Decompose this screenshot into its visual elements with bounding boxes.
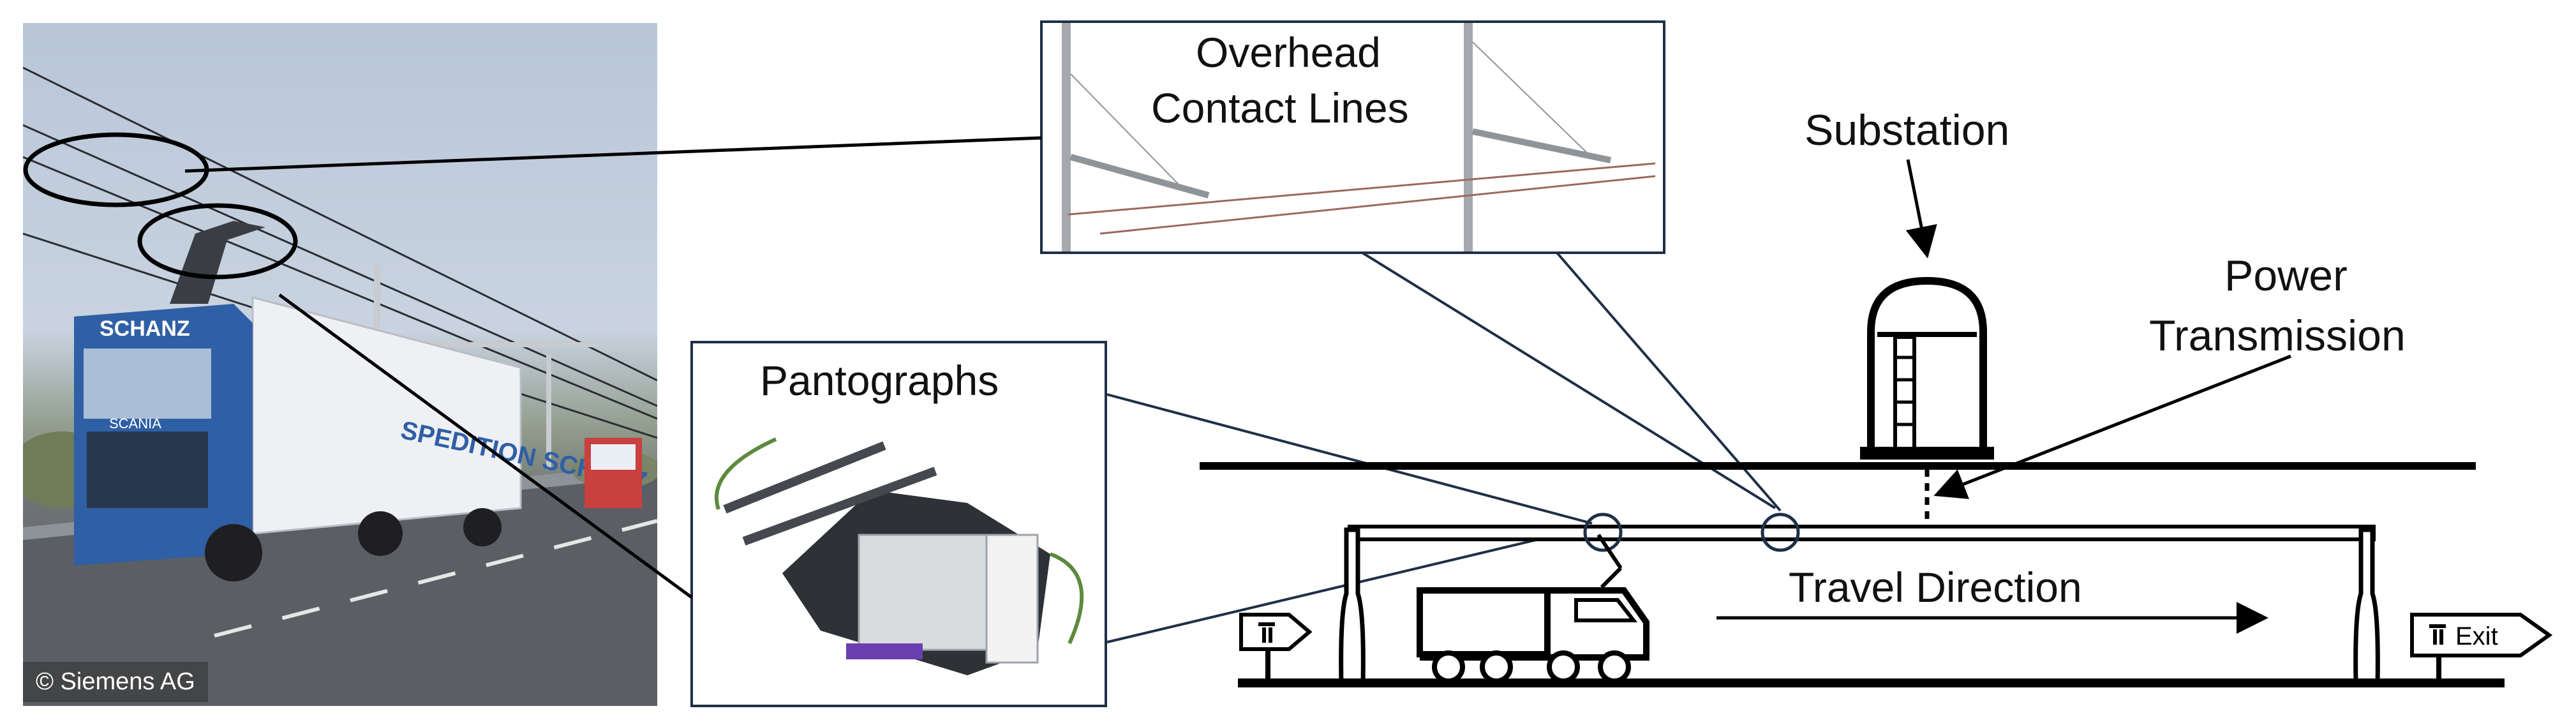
connector-overhead-photo	[184, 136, 1042, 173]
contact-circle-pantograph	[1583, 513, 1623, 552]
connector-overhead-diagram-right	[1556, 251, 1782, 512]
connector-pantograph-diagram-upper	[1106, 393, 1593, 525]
power-label-line1: Power	[2224, 251, 2348, 300]
substation-icon	[1860, 276, 1994, 460]
overhead-label-line2: Contact Lines	[1151, 84, 1409, 131]
substation-label: Substation	[1805, 106, 2010, 154]
overhead-catenary	[1348, 525, 2376, 541]
photo-scene: SPEDITION SCHANZ SCHANZ SCANIA	[23, 66, 657, 706]
connector-pantograph-photo	[278, 293, 693, 599]
ehighway-photo: SPEDITION SCHANZ SCHANZ SCANIA © Siemens…	[23, 23, 657, 706]
photo-credit: © Siemens AG	[23, 662, 208, 702]
travel-direction-label: Travel Direction	[1789, 564, 2082, 611]
highway-sign-icon-left	[1239, 613, 1313, 683]
mast-left	[1339, 527, 1366, 686]
pantographs-inset: Pantographs	[690, 341, 1107, 707]
cab-text: SCHANZ	[100, 317, 190, 341]
overhead-lines-inset: Overhead Contact Lines	[1040, 20, 1665, 254]
truck-icon	[1417, 534, 1649, 684]
substation-arrow-icon	[1905, 159, 1937, 259]
pantograph-icon	[714, 437, 1084, 675]
power-label-line2: Transmission	[2149, 311, 2406, 360]
mast-right	[2353, 527, 2380, 686]
exit-label: Exit	[2455, 622, 2498, 650]
pantographs-label: Pantographs	[760, 357, 999, 404]
overhead-label-line1: Overhead	[1196, 29, 1381, 76]
exit-sign-icon: Exit	[2410, 613, 2553, 683]
contact-circle-line	[1761, 513, 1800, 552]
truck-brand: SCANIA	[109, 416, 161, 431]
power-arrow-icon	[1933, 354, 2291, 499]
overhead-lines-icon	[1062, 23, 1656, 251]
